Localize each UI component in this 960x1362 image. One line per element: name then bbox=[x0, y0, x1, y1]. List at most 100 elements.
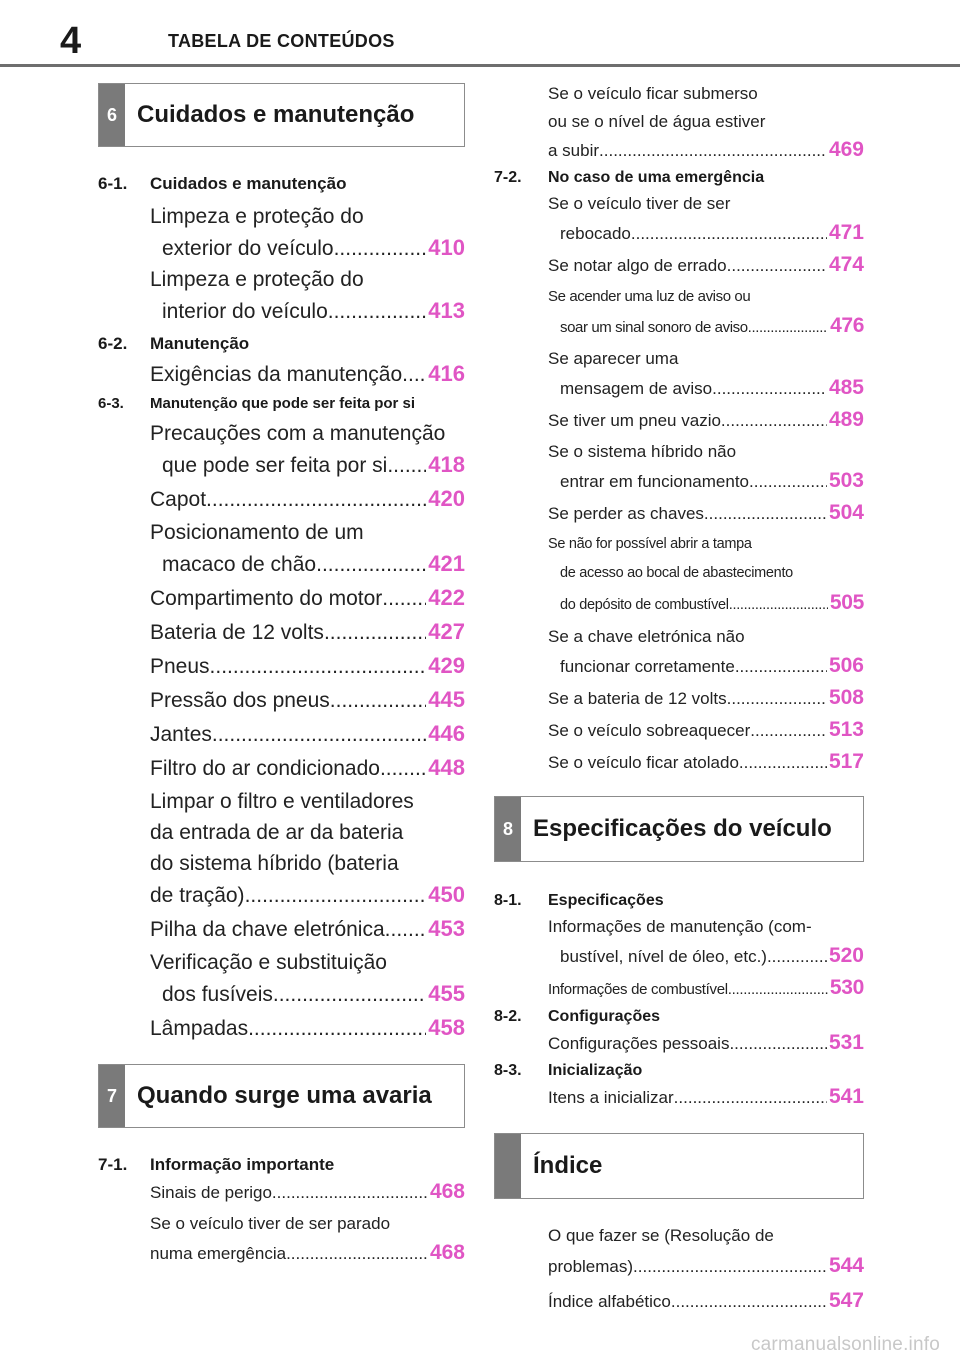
page-ref[interactable]: 474 bbox=[828, 253, 864, 276]
toc-entry[interactable]: Se o veículo ficar atolado517 bbox=[548, 747, 864, 777]
page-ref[interactable]: 420 bbox=[428, 486, 465, 511]
toc-entry[interactable]: Índice alfabético547 bbox=[548, 1286, 864, 1316]
toc-entry[interactable]: Se notar algo de errado474 bbox=[548, 250, 864, 280]
toc-entry[interactable]: Sinais de perigo468 bbox=[150, 1177, 465, 1207]
toc-entry[interactable]: Se o veículo tiver de ser rebocado471 bbox=[548, 189, 864, 248]
chapter-number-tab bbox=[495, 1134, 521, 1198]
page-ref[interactable]: 416 bbox=[428, 361, 465, 386]
page-ref[interactable]: 520 bbox=[828, 944, 864, 967]
toc-entry[interactable]: Precauções com a manutenção que pode ser… bbox=[150, 418, 465, 481]
toc-entry[interactable]: Filtro do ar condicionado448 bbox=[150, 752, 465, 784]
page-ref[interactable]: 503 bbox=[828, 469, 864, 492]
page-ref[interactable]: 541 bbox=[828, 1085, 864, 1108]
dot-leader bbox=[727, 684, 827, 713]
page-ref[interactable]: 489 bbox=[828, 408, 864, 431]
toc-entry[interactable]: Lâmpadas458 bbox=[150, 1012, 465, 1044]
toc-entry[interactable]: Se o veículo tiver de ser parado numa em… bbox=[150, 1209, 465, 1268]
toc-entry[interactable]: Posicionamento de um macaco de chão421 bbox=[150, 517, 465, 580]
page-ref[interactable]: 458 bbox=[428, 1015, 465, 1040]
page-ref[interactable]: 413 bbox=[428, 298, 465, 323]
dot-leader bbox=[729, 591, 828, 620]
section-heading: 8-2. Configurações bbox=[494, 1008, 864, 1026]
page-ref[interactable]: 547 bbox=[828, 1289, 864, 1312]
toc-entry[interactable]: Se não for possível abrir a tampa de ace… bbox=[548, 530, 864, 620]
page-ref[interactable]: 469 bbox=[828, 138, 864, 161]
page-ref[interactable]: 468 bbox=[429, 1241, 465, 1264]
toc-entry[interactable]: Limpeza e proteção do exterior do veícul… bbox=[150, 201, 465, 264]
toc-entry[interactable]: Verificação e substituição dos fusíveis4… bbox=[150, 947, 465, 1010]
page-ref[interactable]: 468 bbox=[429, 1180, 465, 1203]
page-ref[interactable]: 504 bbox=[828, 501, 864, 524]
toc-entry[interactable]: Se a chave eletrónica não funcionar corr… bbox=[548, 622, 864, 681]
toc-entry[interactable]: Itens a inicializar541 bbox=[548, 1082, 864, 1112]
index-box[interactable]: Índice bbox=[494, 1133, 864, 1199]
dot-leader bbox=[324, 617, 426, 648]
page-ref[interactable]: 517 bbox=[828, 750, 864, 773]
toc-entry[interactable]: Limpeza e proteção do interior do veícul… bbox=[150, 264, 465, 327]
toc-entry[interactable]: Configurações pessoais531 bbox=[548, 1028, 864, 1058]
page-ref[interactable]: 422 bbox=[428, 585, 465, 610]
dot-leader bbox=[328, 296, 427, 327]
toc-entry[interactable]: Pneus429 bbox=[150, 650, 465, 682]
toc-entry[interactable]: Se o sistema híbrido não entrar em funci… bbox=[548, 437, 864, 496]
dot-leader bbox=[286, 1239, 428, 1268]
toc-entry[interactable]: Compartimento do motor422 bbox=[150, 582, 465, 614]
toc-entry[interactable]: Informações de manutenção (com- bustível… bbox=[548, 912, 864, 971]
dot-leader bbox=[334, 233, 427, 264]
page-ref[interactable]: 530 bbox=[829, 976, 864, 999]
page-ref[interactable]: 421 bbox=[428, 551, 465, 576]
toc-entry[interactable]: Pressão dos pneus445 bbox=[150, 684, 465, 716]
page-ref[interactable]: 418 bbox=[428, 452, 465, 477]
toc-entry[interactable]: Bateria de 12 volts427 bbox=[150, 616, 465, 648]
chapter-6-box[interactable]: 6 Cuidados e manutenção bbox=[98, 83, 465, 147]
page-ref[interactable]: 450 bbox=[428, 882, 465, 907]
toc-entry[interactable]: Se o veículo sobreaquecer513 bbox=[548, 715, 864, 745]
page-ref[interactable]: 410 bbox=[428, 235, 465, 260]
toc-entry[interactable]: Se acender uma luz de aviso ou soar um s… bbox=[548, 282, 864, 342]
chapter-7-box[interactable]: 7 Quando surge uma avaria bbox=[98, 1064, 465, 1128]
page-ref[interactable]: 508 bbox=[828, 686, 864, 709]
page-ref[interactable]: 448 bbox=[428, 755, 465, 780]
toc-entry[interactable]: Pilha da chave eletrónica453 bbox=[150, 913, 465, 945]
page-ref[interactable]: 453 bbox=[428, 916, 465, 941]
page-ref[interactable]: 544 bbox=[828, 1254, 864, 1277]
page-ref[interactable]: 446 bbox=[428, 721, 465, 746]
dot-leader bbox=[728, 975, 828, 1004]
chapter-number-tab: 7 bbox=[99, 1065, 125, 1127]
dot-leader bbox=[674, 1083, 827, 1112]
page-ref[interactable]: 429 bbox=[428, 653, 465, 678]
dot-leader bbox=[387, 450, 426, 481]
page-ref[interactable]: 445 bbox=[428, 687, 465, 712]
page-ref[interactable]: 471 bbox=[828, 221, 864, 244]
toc-entry[interactable]: Se perder as chaves504 bbox=[548, 498, 864, 528]
page-ref[interactable]: 485 bbox=[828, 376, 864, 399]
dot-leader bbox=[248, 1013, 426, 1044]
page-ref[interactable]: 505 bbox=[829, 591, 864, 614]
toc-entry[interactable]: Informações de combustível530 bbox=[548, 973, 864, 1004]
section-heading: 6-3. Manutenção que pode ser feita por s… bbox=[98, 395, 465, 412]
toc-entry[interactable]: Se o veículo ficar submerso ou se o níve… bbox=[548, 80, 864, 165]
section-title: Inicialização bbox=[548, 1062, 643, 1079]
page-ref[interactable]: 513 bbox=[828, 718, 864, 741]
toc-entry[interactable]: Exigências da manutenção416 bbox=[150, 358, 465, 390]
toc-entry[interactable]: Limpar o filtro e ventiladores da entrad… bbox=[150, 786, 465, 911]
page-ref[interactable]: 455 bbox=[428, 981, 465, 1006]
dot-leader bbox=[735, 652, 827, 681]
section-number: 6-2. bbox=[98, 334, 128, 353]
page-ref[interactable]: 427 bbox=[428, 619, 465, 644]
chapter-8-box[interactable]: 8 Especificações do veículo bbox=[494, 796, 864, 862]
dot-leader bbox=[750, 716, 827, 745]
toc-entry[interactable]: Se a bateria de 12 volts508 bbox=[548, 683, 864, 713]
page-ref[interactable]: 531 bbox=[828, 1031, 864, 1054]
toc-entry[interactable]: Jantes446 bbox=[150, 718, 465, 750]
toc-entry[interactable]: Se aparecer uma mensagem de aviso485 bbox=[548, 344, 864, 403]
page-ref[interactable]: 506 bbox=[828, 654, 864, 677]
section-title: Informação importante bbox=[150, 1155, 335, 1174]
toc-entry[interactable]: O que fazer se (Resolução de problemas)5… bbox=[548, 1221, 864, 1282]
dot-leader bbox=[631, 219, 827, 248]
toc-entry[interactable]: Capot420 bbox=[150, 483, 465, 515]
toc-entry[interactable]: Se tiver um pneu vazio489 bbox=[548, 405, 864, 435]
page-ref[interactable]: 476 bbox=[830, 314, 864, 337]
dot-leader bbox=[273, 979, 426, 1010]
dot-leader bbox=[212, 719, 426, 750]
